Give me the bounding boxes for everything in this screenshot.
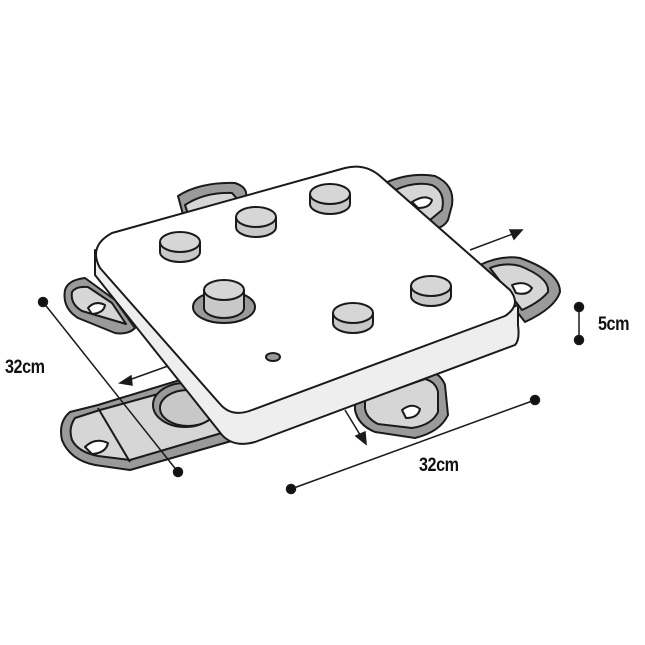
width-label: 32cm (419, 455, 459, 476)
height-dimension-line (573, 301, 585, 346)
small-hole (265, 352, 281, 362)
arrow-icon-down (344, 409, 367, 446)
peg-4 (332, 302, 374, 334)
board-side (94, 249, 520, 445)
height-label: 5cm (598, 314, 630, 335)
tab-top-right (384, 173, 454, 230)
width-dimension-line (285, 394, 541, 495)
peg-3 (309, 183, 351, 215)
peg-2 (235, 206, 277, 238)
depth-label: 32cm (5, 357, 45, 378)
peg-5 (410, 275, 452, 307)
tab-bottom-left (60, 379, 236, 471)
arrow-icon-right (469, 229, 524, 251)
board-top (95, 165, 516, 414)
peg-large-in-hole (192, 279, 256, 324)
tab-right (479, 256, 561, 323)
arrow-icon-left (117, 365, 169, 386)
peg-1 (159, 231, 201, 263)
tab-left (63, 277, 136, 335)
depth-dimension-line (37, 296, 184, 478)
